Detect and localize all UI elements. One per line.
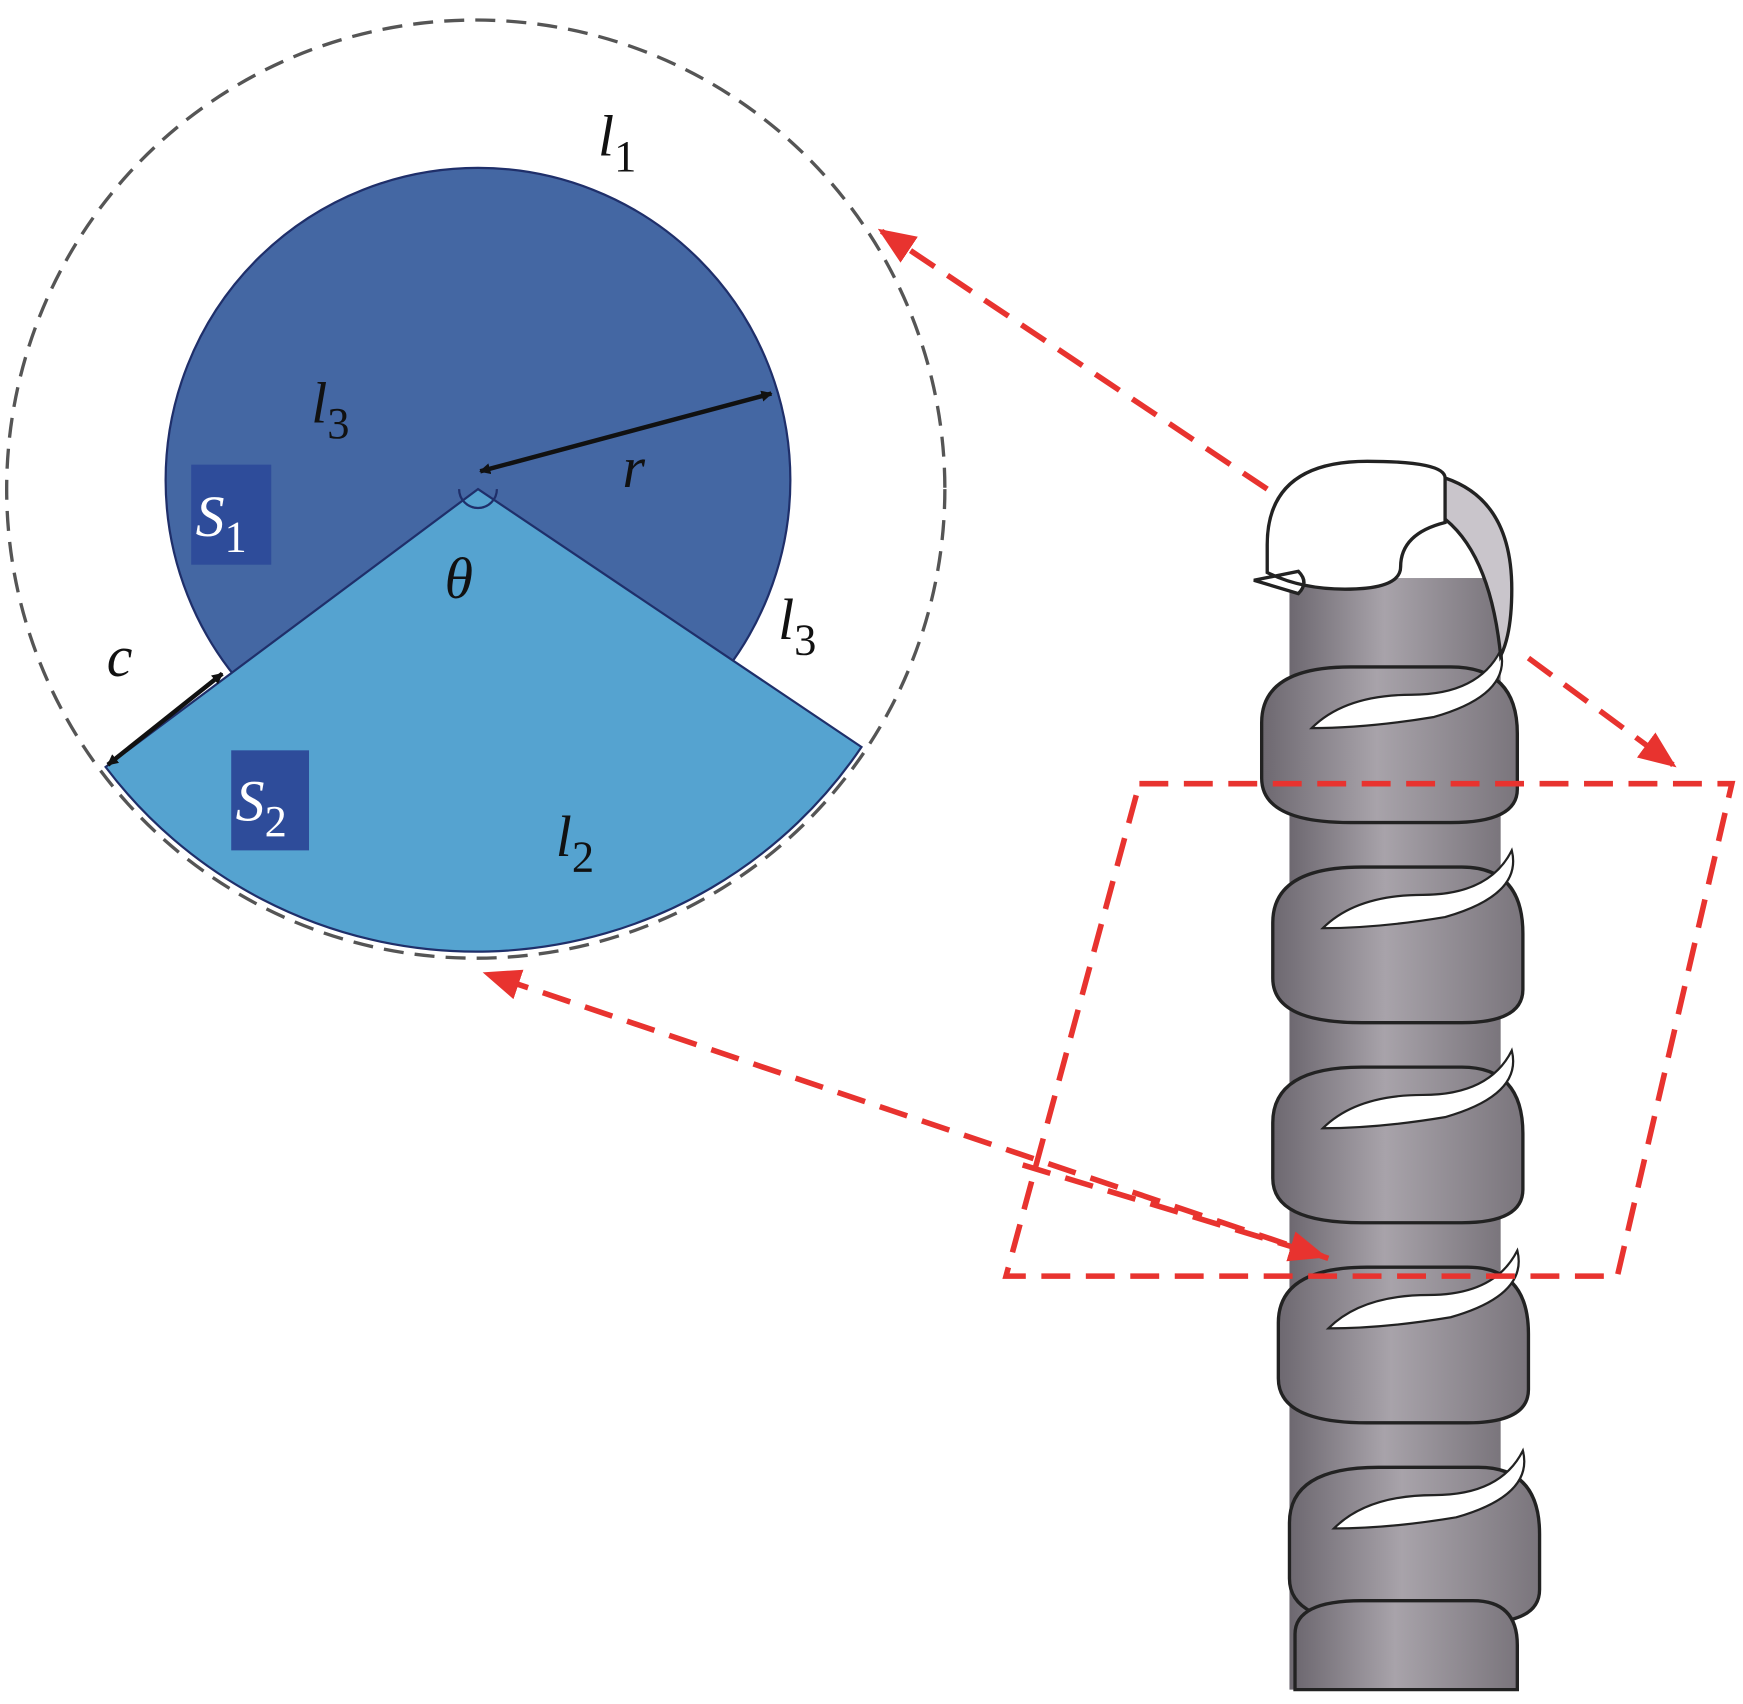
label-l3-upper: l3: [311, 370, 349, 448]
outer-dashed-circle: [5, 18, 947, 960]
angle-arc: [457, 489, 498, 510]
s2-box: [231, 750, 310, 851]
red-guides: [482, 228, 1736, 1279]
label-theta: θ: [445, 546, 473, 611]
label-l2: l2: [556, 804, 594, 882]
helical-spring: [1253, 459, 1542, 1692]
label-s1: S1: [196, 484, 247, 562]
clearance-arrow: [106, 671, 224, 767]
radius-arrow: [479, 390, 773, 475]
label-r: r: [622, 435, 645, 500]
label-l3-right: l3: [778, 587, 816, 665]
label-l1: l1: [598, 104, 636, 182]
label-s2: S2: [236, 768, 287, 846]
s1-box: [191, 464, 272, 565]
label-c: c: [107, 624, 133, 689]
